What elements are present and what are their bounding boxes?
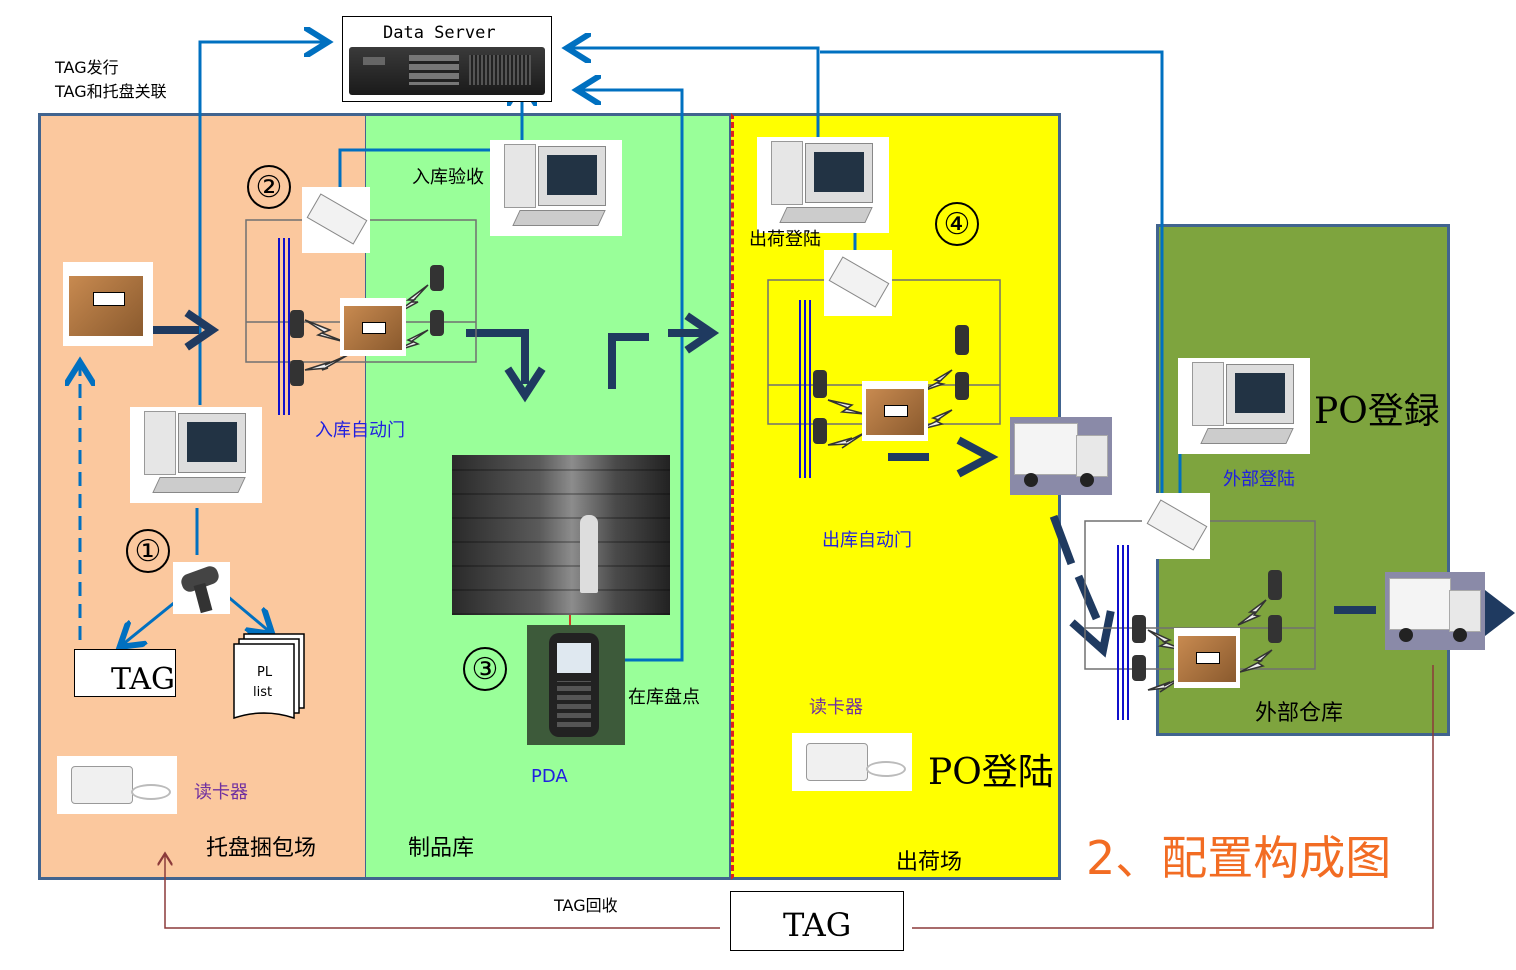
card-reader-icon-left [57, 756, 177, 814]
outbound-gate-label: 出库自动门 [822, 530, 912, 551]
pallet-icon-external [1174, 628, 1240, 688]
computer-icon-shipping [757, 137, 889, 233]
pallet-icon-inbound [340, 298, 406, 356]
reader-shipping-label: 读卡器 [809, 697, 863, 718]
pallet-icon-outbound [862, 381, 928, 441]
data-server-label: Data Server [383, 23, 496, 43]
step-circle-2: ② [247, 165, 291, 209]
computer-icon-packing [130, 407, 262, 503]
warehouse-photo [452, 455, 670, 615]
pda-device-photo [527, 625, 625, 745]
truck-icon-shipping [1010, 417, 1112, 495]
line-external-to-server [820, 50, 1164, 495]
pl-list-line2: list [253, 685, 273, 700]
tag-issue-note-line1: TAG发行 [55, 58, 119, 77]
computer-icon-external [1178, 358, 1310, 454]
packing-zone-label: 托盘捆包场 [206, 836, 317, 861]
data-server-box: Data Server [342, 16, 552, 102]
computer-icon-inbound [490, 140, 622, 236]
line-packing-to-server [198, 42, 325, 405]
tag-left-label: TAG [111, 662, 175, 697]
worker-figure [580, 515, 598, 593]
po-register-external-label: PO登録 [1314, 391, 1440, 432]
shipping-register-label: 出荷登陆 [749, 229, 821, 250]
step-circle-4: ④ [935, 202, 979, 246]
server-icon [349, 47, 545, 95]
figure-title: 2、配置构成图 [1086, 831, 1392, 885]
rfid-reader-icon-shipping [824, 250, 892, 316]
pallet-icon-packing [63, 262, 153, 346]
reader-left-label: 读卡器 [194, 782, 248, 803]
inventory-check-label: 在库盘点 [628, 687, 700, 708]
rfid-reader-icon-external [1142, 493, 1210, 559]
barcode-scanner-icon [173, 562, 230, 614]
line-inbound-to-server [338, 85, 522, 198]
tag-recycle-label: TAG回收 [554, 896, 618, 915]
pl-list-document-icon [233, 633, 305, 720]
tag-card-left: TAG [74, 649, 176, 697]
line-pda-to-server [580, 90, 684, 662]
tag-issue-note-line2: TAG和托盘关联 [55, 82, 167, 101]
external-login-label: 外部登陆 [1223, 469, 1295, 490]
tag-card-bottom: TAG [730, 891, 904, 951]
tag-recycle-line [912, 665, 1434, 929]
external-zone-label: 外部仓库 [1255, 701, 1344, 726]
rfid-reader-icon-inbound [302, 187, 370, 253]
step-circle-3: ③ [463, 647, 507, 691]
po-login-shipping-label: PO登陆 [928, 752, 1054, 793]
inbound-check-label: 入库验收 [412, 167, 484, 188]
line-shipping-to-server [570, 48, 820, 140]
warehouse-zone-label: 制品库 [408, 836, 475, 861]
truck-icon-external [1385, 572, 1485, 650]
inbound-gate-label: 入库自动门 [315, 420, 405, 441]
card-reader-icon-shipping [792, 733, 912, 791]
tag-bottom-label: TAG [783, 906, 852, 944]
shipping-zone-label: 出荷场 [896, 850, 963, 875]
step-circle-1: ① [126, 529, 170, 573]
pl-list-line1: PL [257, 665, 273, 680]
pda-label: PDA [531, 766, 568, 787]
